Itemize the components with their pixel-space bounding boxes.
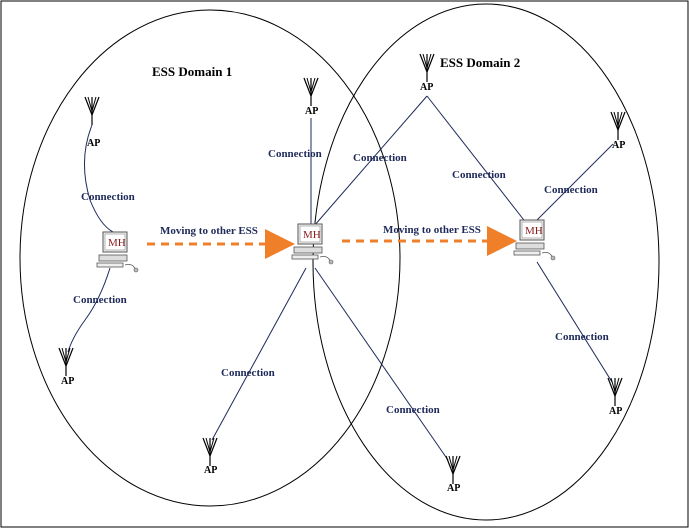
mobile-host-3: MH [513,219,556,261]
link-mh1-ap1 [83,124,114,233]
ap-top-domain2: AP [419,53,435,93]
connection-label: Connection [81,191,135,203]
link-mh2-ap8 [314,267,449,461]
move-label-1: Moving to other ESS [160,225,258,237]
connection-label: Connection [386,404,440,416]
ap-right-lower: AP [607,377,623,417]
domain-2-title: ESS Domain 2 [440,55,520,70]
link-ap4-mh3 [426,95,528,225]
ap-label: AP [87,138,100,149]
ap-label: AP [609,406,622,417]
ap-bottom-center: AP [202,437,218,476]
ap-label: AP [61,376,74,387]
connection-label: Connection [555,331,609,343]
connection-label: Connection [268,148,322,160]
move-label-2: Moving to other ESS [383,224,481,236]
domain-1-title: ESS Domain 1 [152,64,232,79]
mh-label: MH [303,229,321,241]
connection-label: Connection [73,294,127,306]
mh-label: MH [525,225,543,237]
ap-right-upper: AP [610,111,626,151]
connection-lines [67,95,614,461]
mh-label: MH [108,237,126,249]
mobile-host-2: MH [291,223,334,265]
link-mh3-ap6 [536,261,613,383]
ap-label: AP [420,82,433,93]
ap-left-bottom: AP [58,347,74,387]
ap-label: AP [305,106,318,117]
link-mh2-ap7 [211,267,307,441]
connection-label: Connection [221,367,275,379]
ap-top-left: AP [84,96,100,149]
ap-bottom-right: AP [445,455,461,494]
connection-label: Connection [452,169,506,181]
ap-label: AP [612,140,625,151]
link-mh1-ap2 [67,267,111,353]
ess-domain-1-boundary [19,9,401,507]
link-mh2-ap4 [313,95,428,227]
mobile-host-1: MH [96,231,139,273]
link-mh3-ap5 [532,143,614,225]
ap-top-center: AP [303,77,319,117]
connection-label: Connection [544,184,598,196]
ap-label: AP [447,483,460,494]
connection-label: Connection [353,152,407,164]
ap-label: AP [204,465,217,476]
ess-domain-2-boundary [312,3,660,521]
